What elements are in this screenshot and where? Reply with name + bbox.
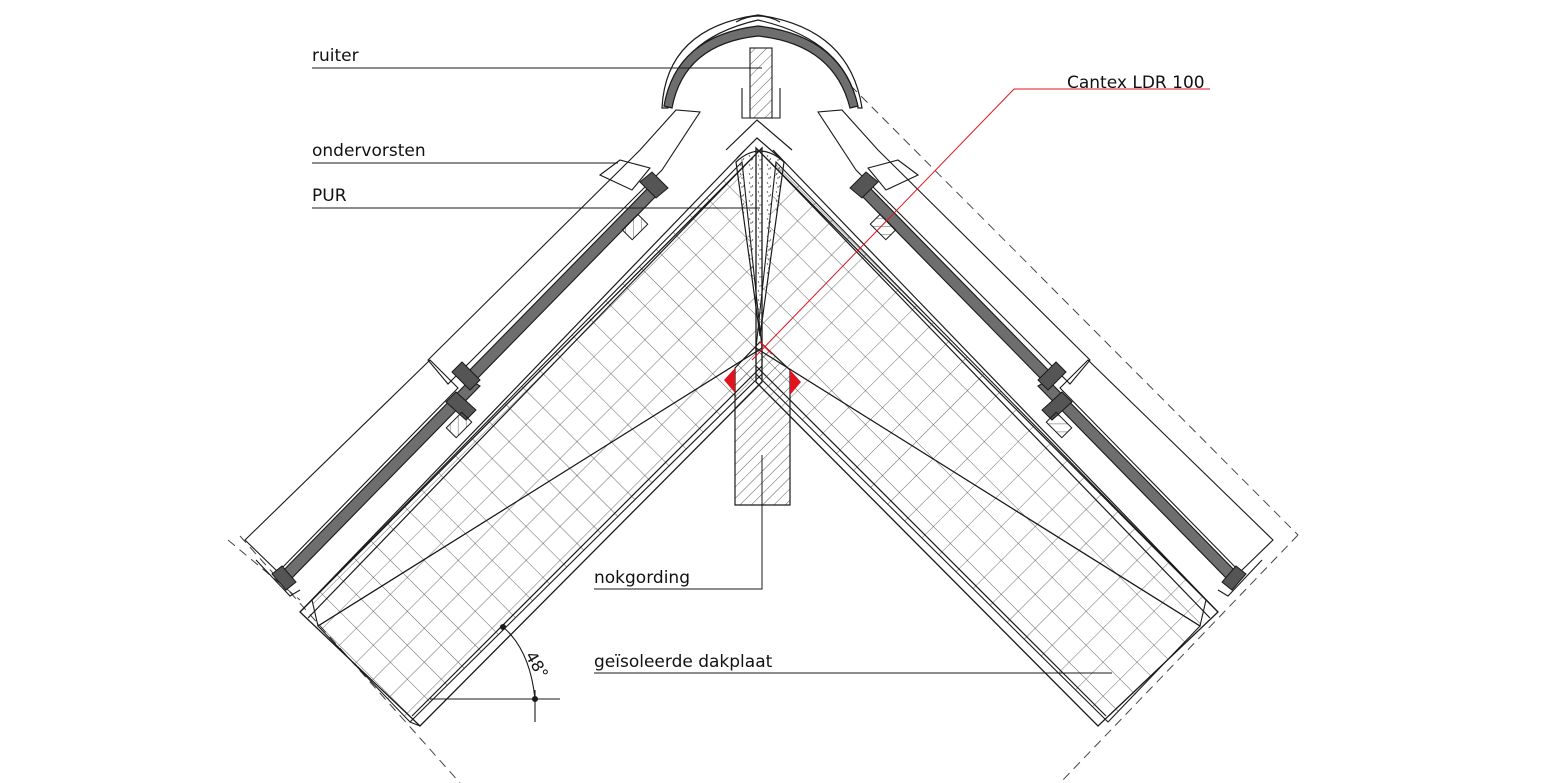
insulated-roof-panel-left — [299, 146, 763, 727]
cantex-seal-right — [790, 370, 801, 395]
leader-lines — [312, 67, 1112, 674]
label-ondervorsten: ondervorsten — [312, 141, 426, 161]
ridge-cap-outline — [725, 119, 793, 159]
label-dakplaat: geïsoleerde dakplaat — [594, 652, 773, 672]
nokgording-ridge-purlin — [724, 341, 801, 506]
cantex-seal-left — [724, 368, 735, 393]
tile-profile-left — [271, 171, 669, 591]
label-pur: PUR — [312, 186, 347, 206]
leader-nokgording — [594, 455, 763, 590]
label-ruiter: ruiter — [312, 46, 359, 66]
label-cantex: Cantex LDR 100 — [1067, 73, 1205, 93]
roof-tiles-left — [244, 109, 701, 597]
roof-tiles-right — [817, 109, 1274, 597]
leader-cantex — [751, 88, 1210, 361]
pur-foam-wedge — [735, 150, 785, 337]
label-nokgording: nokgording — [594, 568, 690, 588]
angle-indicator — [430, 623, 560, 722]
insulated-roof-panel-right — [755, 146, 1219, 727]
ruiter-ridge-tile — [661, 14, 863, 119]
tile-profile-right — [849, 171, 1247, 591]
